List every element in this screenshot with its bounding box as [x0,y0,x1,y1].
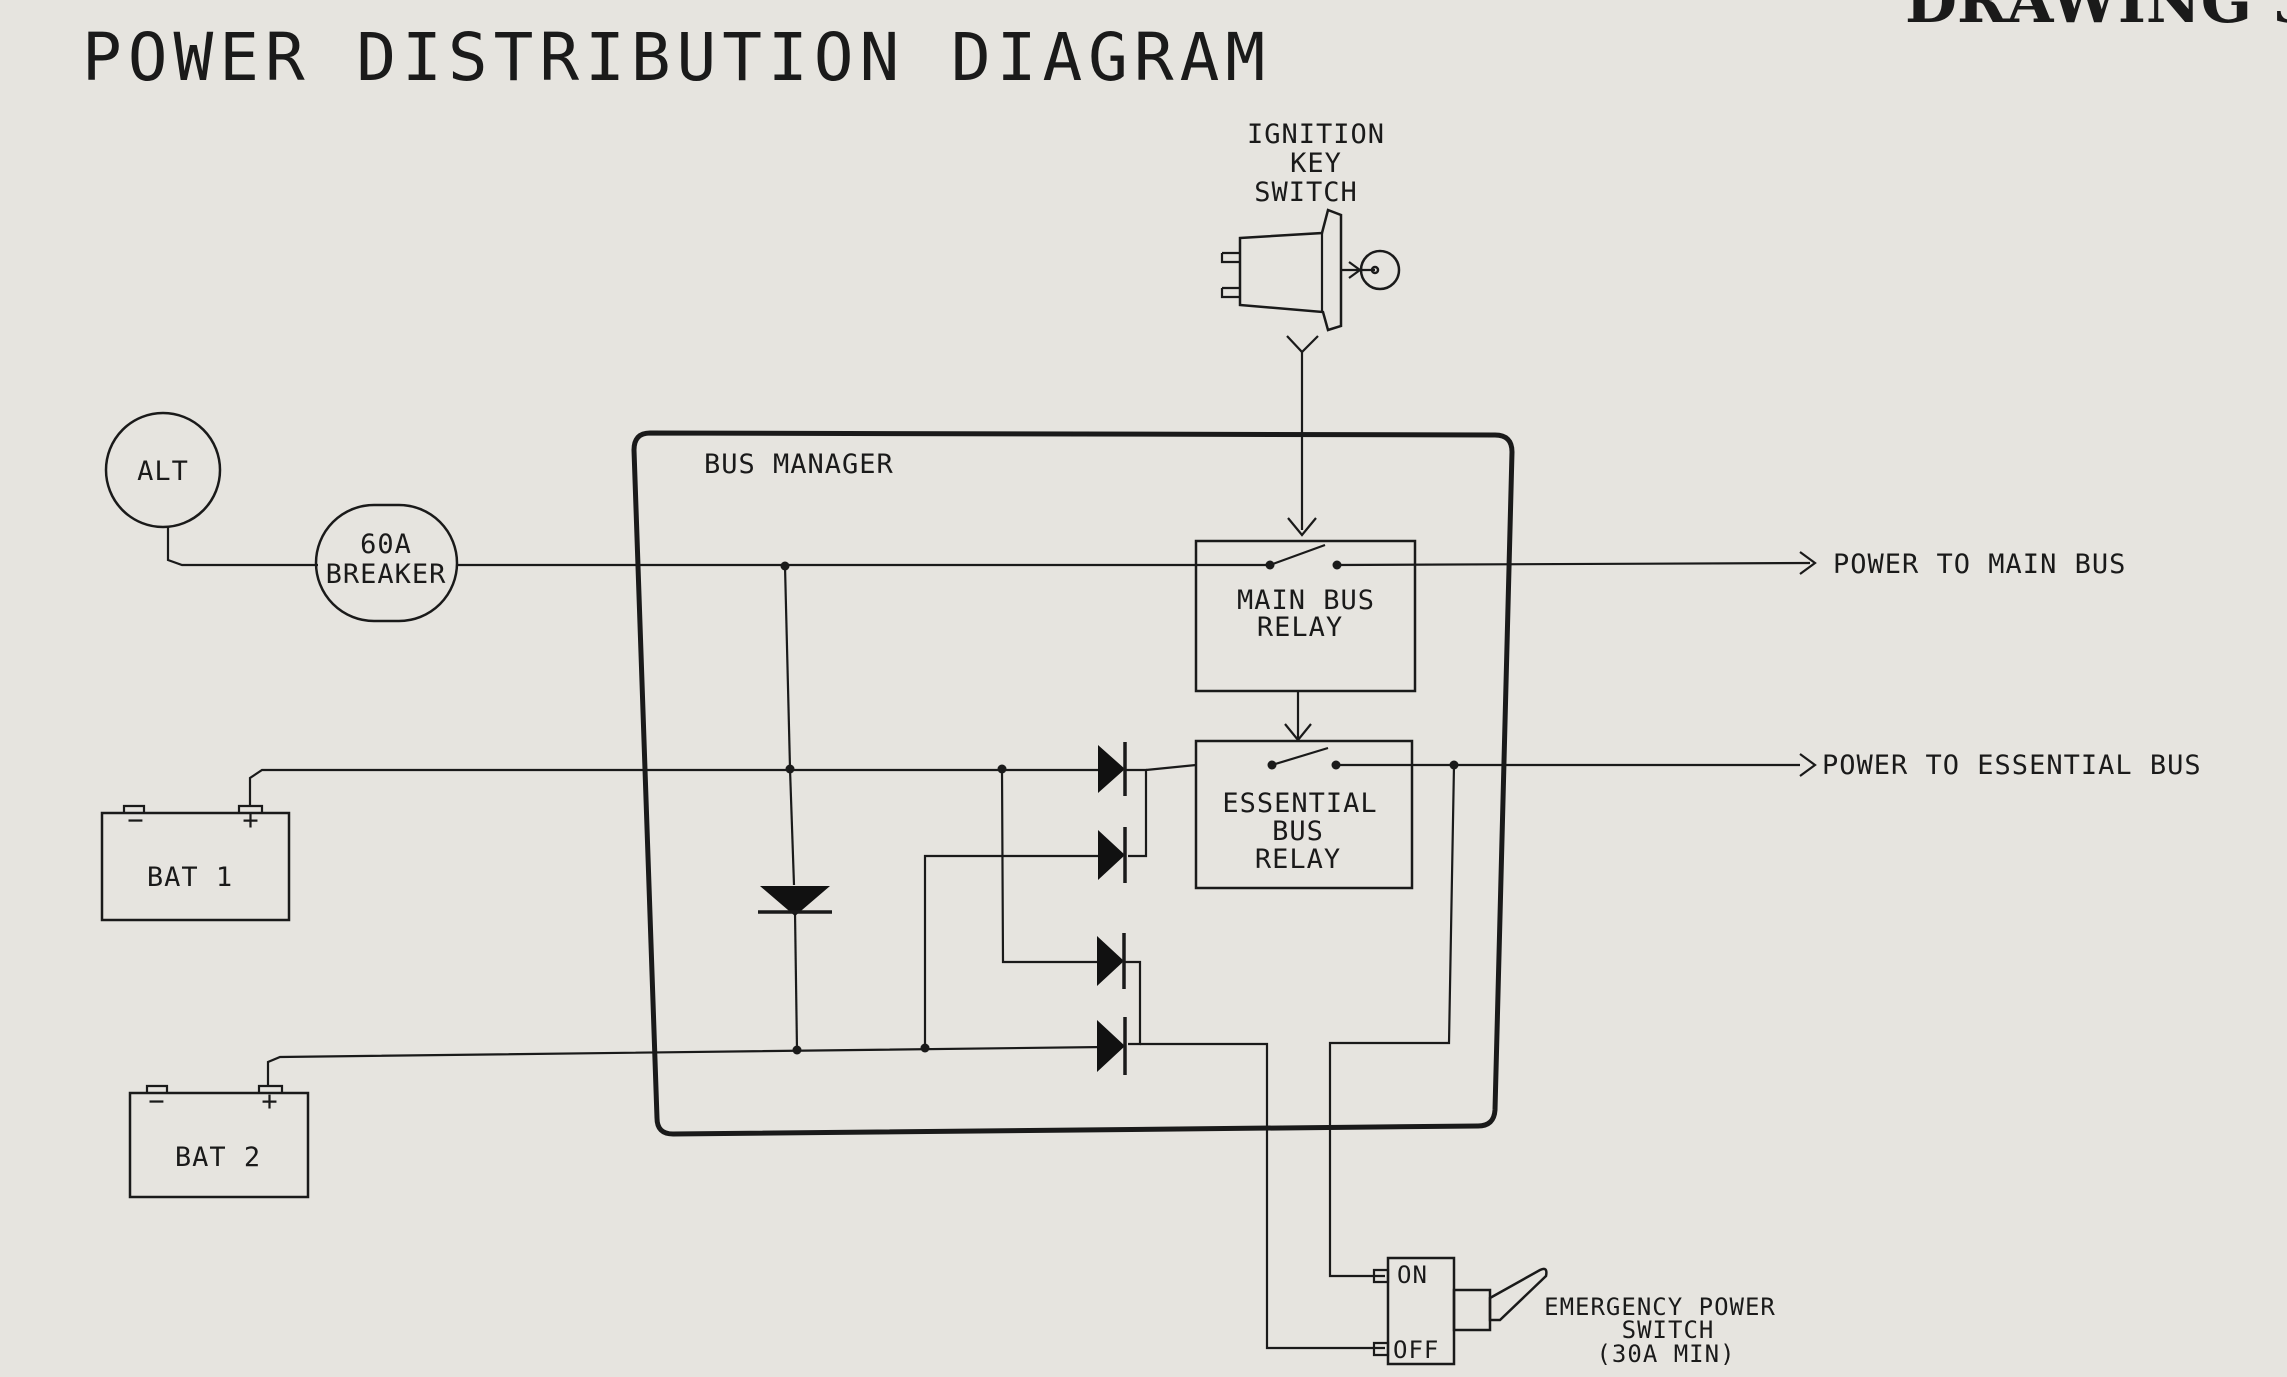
alternator: ALT [104,411,222,529]
bus-manager-label: BUS MANAGER [704,449,894,480]
alternator-label: ALT [137,456,189,487]
diode-2 [1098,827,1127,883]
battery-2-label: BAT 2 [175,1142,261,1173]
main-bus-arrow [1799,551,1817,575]
diode-3 [1097,933,1126,989]
bus-manager-enclosure: BUS MANAGER [631,430,1515,1137]
main-relay-label-line1: MAIN BUS [1237,585,1375,616]
ignition-connector-icon [1286,335,1319,354]
switch-on-label: ON [1397,1261,1428,1289]
breaker-label: BREAKER [326,559,447,590]
essential-bus-relay: ESSENTIAL BUS RELAY [1194,739,1414,890]
essential-to-switch-on-wire [1328,764,1456,1278]
switch-label-line1: EMERGENCY POWER [1544,1293,1776,1321]
battery-1: − + BAT 1 [100,804,291,922]
switch-off-label: OFF [1393,1336,1439,1364]
essential-relay-label-line3: RELAY [1255,844,1341,875]
battery-1-label: BAT 1 [147,862,233,893]
ignition-label-line3: SWITCH [1254,177,1358,208]
main-bus-output-label: POWER TO MAIN BUS [1833,549,2126,580]
essential-relay-label-line1: ESSENTIAL [1222,788,1377,819]
diode-central [758,886,832,916]
diode-4 [1097,1017,1127,1075]
bus-manager-internal-wiring [780,561,1385,1350]
ignition-label-line1: IGNITION [1247,119,1385,150]
ignition-to-relay-arrow [1287,517,1317,537]
main-relay-label-line2: RELAY [1257,612,1343,643]
main-bus-relay: MAIN BUS RELAY [1194,539,1417,693]
switch-label-line3: (30A MIN) [1596,1340,1735,1368]
emergency-power-switch: ON OFF EMERGENCY POWER SWITCH (30A MIN) [1372,1256,1776,1368]
essential-bus-output-label: POWER TO ESSENTIAL BUS [1822,750,2202,781]
switch-label-line2: SWITCH [1622,1316,1715,1344]
essential-bus-arrow [1799,753,1817,777]
battery-2: − + BAT 2 [128,1084,310,1199]
breaker-60a: 60A BREAKER [314,503,459,623]
battery-2-pos: + [261,1086,278,1117]
toggle-lever-icon [1488,1267,1548,1322]
drawing-number-heading: DRAWING 3 [1905,0,2287,37]
battery-1-pos: + [242,805,259,836]
breaker-amp-label: 60A [360,529,412,560]
diagram-title: POWER DISTRIBUTION DIAGRAM [82,19,1271,96]
ignition-label-line2: KEY [1290,148,1342,179]
essential-relay-label-line2: BUS [1272,816,1324,847]
diode-1 [1098,742,1127,796]
bat1-feed-wire [248,768,1100,806]
bat2-feed-wire [266,1045,1106,1086]
alt-to-breaker-wire [166,527,318,567]
ignition-key-switch: IGNITION KEY SWITCH [1220,119,1401,537]
battery-1-neg: − [127,805,144,836]
main-bus-output-wire [1336,561,1811,567]
battery-2-neg: − [148,1086,165,1117]
